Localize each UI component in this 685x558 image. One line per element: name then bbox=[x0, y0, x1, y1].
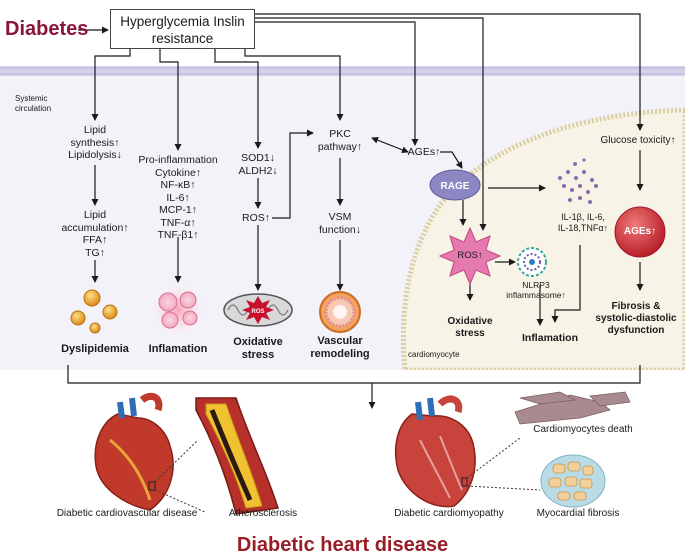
ros-left-label: ROS↑ bbox=[241, 212, 270, 224]
nlrp3-icon bbox=[517, 247, 547, 277]
vascular-remodeling-label: Vascular remodeling bbox=[310, 335, 370, 360]
ages-mid-label: AGEs↑ bbox=[407, 146, 441, 158]
glucose-toxicity-label: Glucose toxicity↑ bbox=[600, 135, 676, 146]
nlrp3-label: NLRP3 inflammasome↑ bbox=[506, 280, 566, 300]
systemic-circulation-label: Systemic circulation bbox=[15, 94, 52, 113]
fibrosis-label: Fibrosis & systolic-diastolic dysfunctio… bbox=[595, 301, 677, 336]
inflamation-right-label: Inflamation bbox=[521, 332, 578, 344]
ages-right-label: AGEs↑ bbox=[623, 226, 657, 237]
lipid-synthesis-label: Lipid synthesis↑ Lipidolysis↓ bbox=[68, 124, 122, 161]
cytokine-dots-icon bbox=[558, 158, 598, 204]
diabetic-cvd-label: Diabetic cardiovascular disease bbox=[56, 508, 198, 519]
lipid-accumulation-label: Lipid accumulation↑ FFA↑ TG↑ bbox=[61, 209, 129, 259]
rage-receptor-icon: RAGE bbox=[429, 169, 481, 201]
sod-aldh-label: SOD1↓ ALDH2↓ bbox=[238, 152, 278, 177]
vsm-function-label: VSM function↓ bbox=[318, 211, 362, 236]
vessel-cross-section-icon bbox=[319, 291, 361, 333]
diabetic-heart-disease-title: Diabetic heart disease bbox=[236, 534, 449, 556]
ros-badge-text: ROS bbox=[251, 309, 264, 315]
atherosclerosis-label: Atherosclerosis bbox=[228, 508, 298, 519]
heart-left-icon bbox=[94, 392, 174, 511]
pro-inflammation-label: Pro-inflammation Cytokine↑ NF-κB↑ IL-6↑ … bbox=[138, 154, 218, 241]
oxidative-stress-right-label: Oxidative stress bbox=[447, 316, 493, 339]
rage-label: RAGE bbox=[441, 181, 470, 192]
diabetes-title: Diabetes bbox=[5, 18, 89, 40]
cardiomyocytes-death-label: Cardiomyocytes death bbox=[533, 424, 633, 435]
membrane-top bbox=[0, 66, 685, 76]
inflammation-cells-icon bbox=[148, 280, 208, 340]
cytokines-label: IL-1β, IL-6, IL-18,TNFα↑ bbox=[557, 212, 609, 233]
hyperglycemia-box: Hyperglycemia Inslin resistance bbox=[110, 9, 255, 49]
dyslipidemia-label: Dyslipidemia bbox=[61, 343, 129, 355]
top-arrows bbox=[67, 13, 644, 409]
lipid-droplets-icon bbox=[70, 289, 118, 334]
ros-star-icon bbox=[438, 226, 502, 286]
cardiomyocyte-label: cardiomyocyte bbox=[408, 350, 460, 359]
heart-right-icon bbox=[394, 395, 476, 508]
diabetic-cardiomyopathy-label: Diabetic cardiomyopathy bbox=[394, 508, 504, 519]
ros-right-label: ROS↑ bbox=[457, 250, 483, 261]
inflamation-left-label: Inflamation bbox=[148, 343, 208, 355]
fibrosis-tissue-icon bbox=[540, 454, 606, 508]
ages-ball-icon bbox=[614, 206, 666, 258]
atherosclerosis-artery-icon bbox=[195, 397, 279, 515]
oxidative-stress-left-label: Oxidative stress bbox=[233, 336, 283, 361]
cardiomyocyte-fibers-icon bbox=[514, 391, 631, 425]
pkc-pathway-label: PKC pathway↑ bbox=[317, 128, 363, 153]
mitochondrion-icon: ROS bbox=[223, 293, 293, 327]
myocardial-fibrosis-label: Myocardial fibrosis bbox=[536, 508, 620, 519]
